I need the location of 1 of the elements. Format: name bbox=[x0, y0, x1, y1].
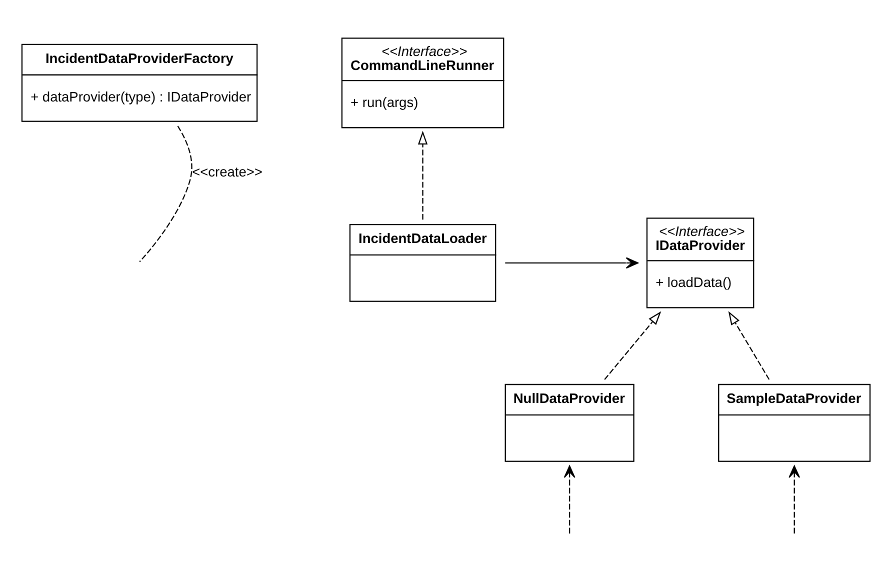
edge-label: <<create>> bbox=[192, 164, 262, 179]
